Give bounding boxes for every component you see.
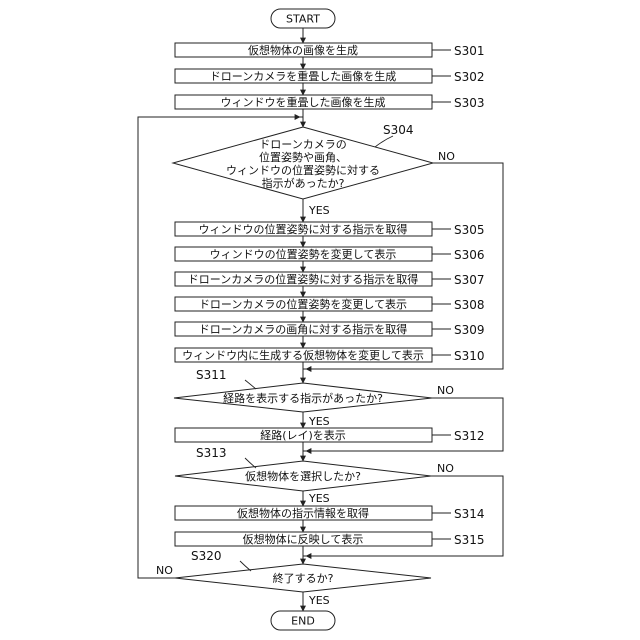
start-label: START <box>286 13 320 26</box>
s304-no-branch <box>303 163 503 369</box>
leader-s320 <box>240 561 251 571</box>
step-s303: ウィンドウを重畳した画像を生成 <box>175 95 432 109</box>
step-s306: ウィンドウの位置姿勢を変更して表示 <box>175 247 432 261</box>
step-s312: 経路(レイ)を表示 <box>175 428 432 442</box>
step-s306-text: ウィンドウの位置姿勢を変更して表示 <box>210 247 397 261</box>
step-s312-text: 経路(レイ)を表示 <box>260 428 346 442</box>
decision-s311-text: 経路を表示する指示があったか? <box>223 391 383 405</box>
step-s315: 仮想物体に反映して表示 <box>175 532 432 546</box>
step-s310: ウィンドウ内に生成する仮想物体を変更して表示 <box>175 348 432 362</box>
step-s308-text: ドローンカメラの位置姿勢を変更して表示 <box>199 297 407 311</box>
decision-s313: 仮想物体を選択したか? <box>175 461 431 491</box>
step-s314: 仮想物体の指示情報を取得 <box>175 506 432 520</box>
step-s305-text: ウィンドウの位置姿勢に対する指示を取得 <box>199 222 408 236</box>
s313-yes-label: YES <box>308 492 330 505</box>
step-s303-text: ウィンドウを重畳した画像を生成 <box>221 95 386 109</box>
step-s315-text: 仮想物体に反映して表示 <box>243 532 364 546</box>
s311-no-label: NO <box>437 384 454 397</box>
step-s302-text: ドローンカメラを重畳した画像を生成 <box>210 69 396 83</box>
label-s304: S304 <box>383 123 414 137</box>
label-s311: S311 <box>196 368 227 382</box>
label-s315: S315 <box>454 533 485 547</box>
decision-s311: 経路を表示する指示があったか? <box>174 383 432 412</box>
step-s308: ドローンカメラの位置姿勢を変更して表示 <box>175 297 432 311</box>
decision-s304-line-3: ウィンドウの位置姿勢に対する <box>226 163 380 177</box>
end-label: END <box>291 615 315 628</box>
label-s301: S301 <box>454 44 485 58</box>
s311-yes-label: YES <box>308 415 330 428</box>
step-s302: ドローンカメラを重畳した画像を生成 <box>175 69 432 83</box>
label-s309: S309 <box>454 323 485 337</box>
s320-yes-label: YES <box>308 594 330 607</box>
s313-no-label: NO <box>437 462 454 475</box>
decision-s304-line-2: 位置姿勢や画角、 <box>259 150 347 164</box>
label-s320: S320 <box>191 549 222 563</box>
step-s307: ドローンカメラの位置姿勢に対する指示を取得 <box>175 272 432 286</box>
step-s301: 仮想物体の画像を生成 <box>175 43 432 57</box>
step-s307-text: ドローンカメラの位置姿勢に対する指示を取得 <box>188 272 418 286</box>
step-s310-text: ウィンドウ内に生成する仮想物体を変更して表示 <box>182 348 424 362</box>
s320-no-label: NO <box>156 564 173 577</box>
leader-s304 <box>375 136 393 147</box>
decision-s313-text: 仮想物体を選択したか? <box>245 469 361 483</box>
start-node: START <box>271 9 335 28</box>
decision-s304: ドローンカメラの 位置姿勢や画角、 ウィンドウの位置姿勢に対する 指示があったか… <box>173 127 433 199</box>
decision-s304-line-4: 指示があったか? <box>262 176 345 190</box>
label-s303: S303 <box>454 96 485 110</box>
decision-s320-text: 終了するか? <box>273 571 334 585</box>
step-s314-text: 仮想物体の指示情報を取得 <box>237 506 369 520</box>
step-s309: ドローンカメラの画角に対する指示を取得 <box>175 322 432 336</box>
step-s305: ウィンドウの位置姿勢に対する指示を取得 <box>175 222 432 236</box>
label-s314: S314 <box>454 507 485 521</box>
step-s301-text: 仮想物体の画像を生成 <box>248 43 358 57</box>
label-s308: S308 <box>454 298 485 312</box>
label-s302: S302 <box>454 70 485 84</box>
leader-s311 <box>245 380 256 389</box>
label-s307: S307 <box>454 273 485 287</box>
s304-no-label: NO <box>438 150 455 163</box>
step-s309-text: ドローンカメラの画角に対する指示を取得 <box>199 322 407 336</box>
decision-s320: 終了するか? <box>175 564 431 592</box>
decision-s304-line-1: ドローンカメラの <box>259 138 346 151</box>
end-node: END <box>271 611 335 630</box>
label-s313: S313 <box>196 446 227 460</box>
label-s305: S305 <box>454 223 485 237</box>
label-s306: S306 <box>454 248 485 262</box>
s304-yes-label: YES <box>308 204 330 217</box>
label-s312: S312 <box>454 429 485 443</box>
leader-s313 <box>245 458 256 468</box>
label-s310: S310 <box>454 349 485 363</box>
